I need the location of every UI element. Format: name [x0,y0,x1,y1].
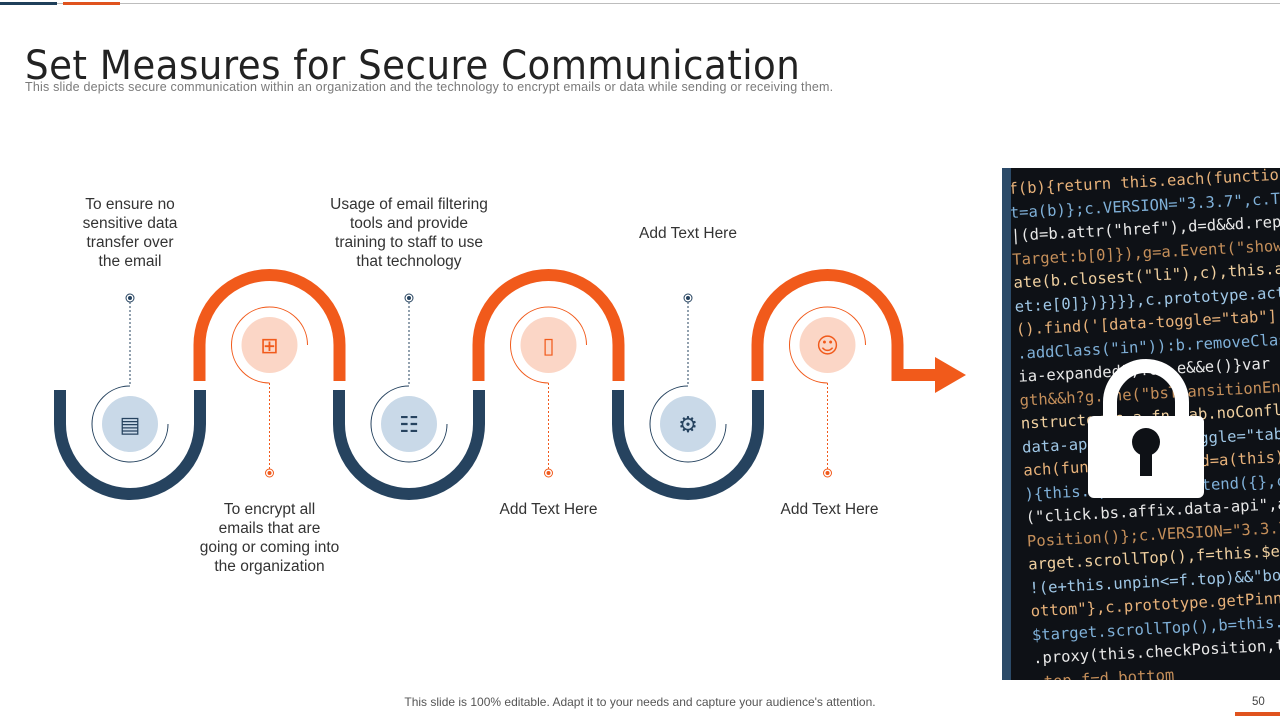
step-label-line: Add Text Here [499,501,598,518]
icon-ring-arc [370,385,448,463]
wave-bottom-arc [612,390,764,500]
icon-ring-arc [649,385,727,463]
connector-dot-center [686,296,690,300]
step-label-line: tools and provide [349,215,469,232]
hierarchy-network-icon: ⊞ [260,334,278,359]
step-label-line: To encrypt all [223,501,316,518]
footer-note: This slide is 100% editable. Adapt it to… [404,695,876,709]
page-number: 50 [1252,696,1265,708]
icon-circle [799,317,856,373]
wave-top-arc [751,269,940,381]
step-label-line: the email [98,253,162,270]
step-label: Add Text Here [459,500,639,519]
icon-ring-arc [231,306,308,384]
arrow-head-icon [935,357,966,393]
step-label: Usage of email filtering tools and provid… [319,195,499,271]
step-label-line: Add Text Here [639,225,737,242]
step-label-line: To ensure no [85,196,175,213]
page-subtitle: This slide depicts secure communication … [25,80,834,94]
icon-circle [520,317,577,373]
data-analytics-icon: ▤ [120,413,141,438]
step-label-line: the organization [214,558,325,575]
step-label-line: going or coming into [199,539,340,556]
step-label: Add Text Here [740,500,920,519]
connector-dot-center [128,296,132,300]
step-label-line: Add Text Here [780,501,879,518]
icon-ring-arc [510,306,587,384]
page-title: Set Measures for Secure Communication [25,42,801,89]
icon-ring-arc [91,385,169,463]
team-training-icon: ☷ [399,413,419,438]
photo-edge [1002,168,1011,680]
step-label-line: Usage of email filtering [330,196,488,213]
step-label-line: sensitive data [82,215,178,232]
connector-dot-center [546,471,551,475]
page-number-bar [1235,712,1280,716]
process-wave-diagram: ▤ ⊞ ☷ ▯ ⚙ ☺ [54,269,966,500]
step-label-line: that technology [356,253,462,270]
step-label: Add Text Here [598,224,778,243]
icon-ring-arc [789,306,866,384]
icon-circle [102,396,158,452]
wave-top-arc [472,269,625,381]
connector-dot-center [407,296,411,300]
people-chat-icon: ☺ [816,334,839,359]
step-label-line: training to staff to use [335,234,483,251]
top-accent-blue [0,2,57,5]
step-label-line: transfer over [86,234,174,251]
step-label: To ensure no sensitive data transfer over t… [40,195,220,271]
wave-top-arc [193,269,346,381]
gear-refresh-icon: ⚙ [678,413,698,438]
padlock-icon [1088,359,1204,498]
step-label-line: emails that are [218,520,321,537]
top-rule [0,3,1280,4]
icon-circle [241,317,298,373]
icon-circle [660,396,716,452]
mobile-hand-icon: ▯ [542,334,554,359]
icon-circle [381,396,437,452]
step-label: To encrypt all emails that are going or co… [180,500,360,576]
connector-dot-center [825,471,830,475]
wave-bottom-arc [333,390,485,500]
wave-bottom-arc [54,390,206,500]
top-accent-orange [63,2,120,5]
connector-dot-center [267,471,272,475]
